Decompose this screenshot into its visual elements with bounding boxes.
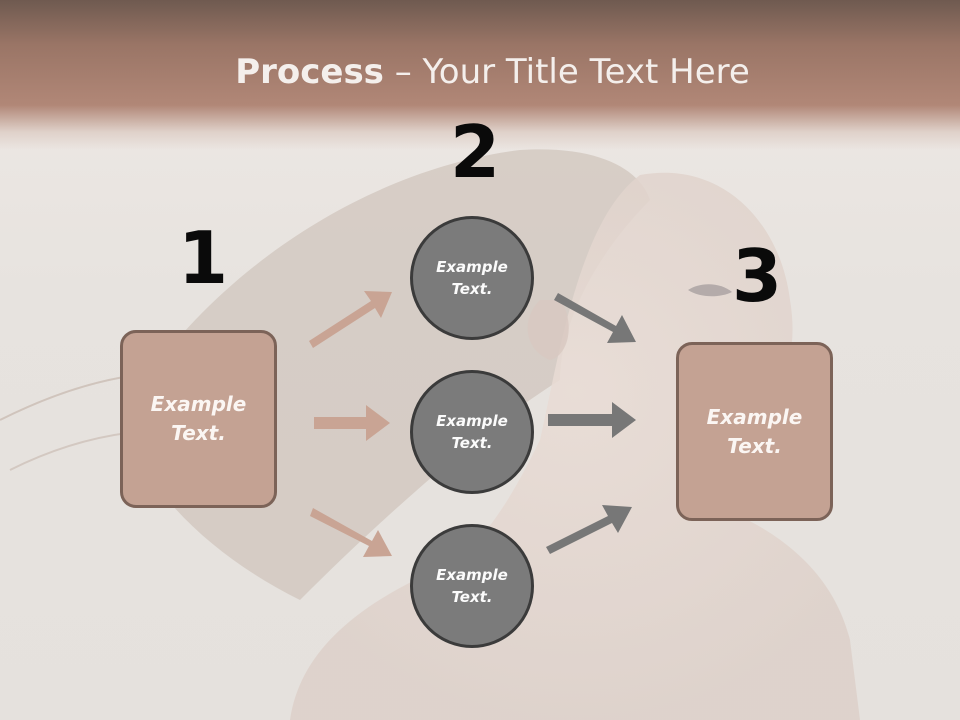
page-title: Process – Your Title Text Here [0, 52, 960, 92]
circle-2[interactable]: Example Text. [410, 370, 534, 494]
step-number-2: 2 [450, 110, 501, 194]
arrow-1-to-circle-3 [310, 508, 392, 557]
step-number-1: 1 [178, 216, 229, 300]
arrow-1-to-circle-1 [309, 291, 392, 348]
title-bold: Process [235, 52, 384, 92]
arrow-circle-3-to-3 [546, 505, 632, 554]
title-bar [0, 0, 960, 150]
circle-1[interactable]: Example Text. [410, 216, 534, 340]
step-3-box[interactable]: Example Text. [676, 342, 833, 521]
circle-3[interactable]: Example Text. [410, 524, 534, 648]
arrow-circle-2-to-3 [548, 402, 636, 438]
step-number-3: 3 [732, 234, 783, 318]
arrow-circle-1-to-3 [554, 293, 636, 343]
arrow-1-to-circle-2 [314, 405, 390, 441]
step-1-box[interactable]: Example Text. [120, 330, 277, 508]
title-rest: – Your Title Text Here [383, 52, 750, 92]
